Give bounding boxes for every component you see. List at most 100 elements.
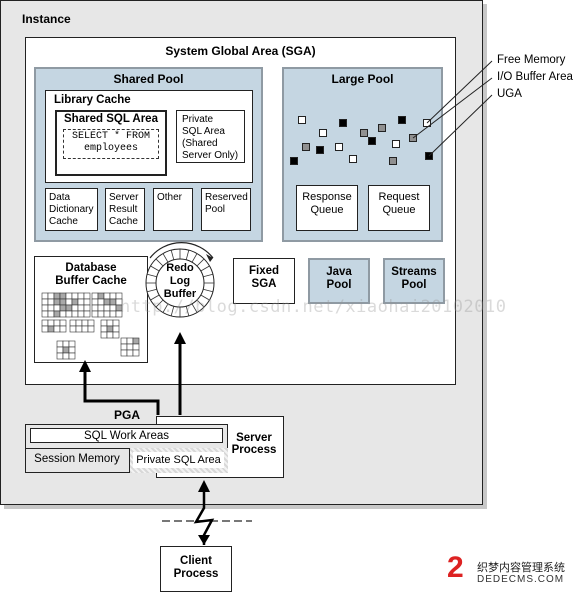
redo-log-segment [147, 288, 157, 293]
buffer-cell [71, 298, 79, 306]
shared-sql-area [55, 110, 167, 176]
redo-log-segment [150, 265, 160, 272]
server-result-cache [105, 188, 145, 231]
free-memory-block [349, 155, 357, 163]
network-arrowhead-down [198, 535, 210, 545]
reserved-pool-line2: Pool [205, 204, 226, 215]
buffer-cell [112, 331, 120, 339]
database-buffer-cache-line2: Buffer Cache [55, 275, 127, 287]
uga-block [339, 119, 347, 127]
buffer-cell [132, 337, 140, 345]
buffer-cell [83, 292, 91, 300]
io-buffer-block [389, 157, 397, 165]
buffer-cell [56, 352, 64, 360]
reserved-pool-line1: Reserved [205, 192, 248, 203]
buffer-cell [62, 352, 70, 360]
client-process-line1: Client [180, 555, 212, 567]
buffer-cell [69, 319, 77, 327]
redo-log-segment [200, 265, 210, 272]
buffer-cell [59, 304, 67, 312]
sql-work-areas: SQL Work Areas [30, 428, 223, 443]
instance-label: Instance [22, 12, 71, 26]
buffer-cell [53, 319, 61, 327]
buffer-cell [77, 310, 85, 318]
redo-log-segment [203, 288, 213, 293]
buffer-cell [41, 310, 49, 318]
buffer-cell [77, 292, 85, 300]
redo-log-segment [196, 299, 205, 308]
buffer-cell [126, 337, 134, 345]
buffer-cell [97, 292, 105, 300]
redo-log-segment [162, 253, 169, 263]
buffer-cell [71, 304, 79, 312]
buffer-cell [100, 319, 108, 327]
private-sql-area-pga: Private SQL Area [133, 452, 224, 468]
buffer-cell [81, 319, 89, 327]
sql-statement-box [63, 129, 159, 159]
redo-log-buffer-line2: Log [169, 275, 191, 287]
buffer-cell [77, 298, 85, 306]
buffer-cell [81, 325, 89, 333]
sql-statement-line1: SELECT * FROM [71, 131, 150, 142]
buffer-cell [109, 298, 117, 306]
private-sql-area-line2: SQL Area [182, 126, 225, 137]
site-logo: 2 织梦内容管理系统 DEDECMS.COM [447, 553, 575, 593]
server-result-cache-line1: Server [109, 192, 139, 203]
buffer-cell [68, 340, 76, 348]
uga-block [290, 157, 298, 165]
sga-label: System Global Area (SGA) [165, 44, 316, 58]
pga-label: PGA [114, 408, 141, 422]
buffer-cell [56, 340, 64, 348]
buffer-cell [97, 298, 105, 306]
buffer-cell [97, 304, 105, 312]
buffer-cell [41, 325, 49, 333]
buffer-cell [47, 319, 55, 327]
buffer-cell [106, 319, 114, 327]
buffer-cell [71, 310, 79, 318]
buffer-cell [62, 346, 70, 354]
buffer-cell [109, 310, 117, 318]
redo-log-segment [185, 250, 190, 260]
buffer-cell [59, 298, 67, 306]
library-cache-label: Library Cache [54, 94, 131, 106]
buffer-cell [65, 292, 73, 300]
private-sql-area-line4: Server Only) [182, 150, 239, 161]
buffer-cell [47, 310, 55, 318]
buffer-cell [53, 292, 61, 300]
uga-block [316, 146, 324, 154]
redo-log-segment [191, 253, 198, 263]
buffer-cell [53, 304, 61, 312]
legend-free-memory: Free Memory [497, 54, 566, 66]
buffer-cell [41, 292, 49, 300]
redo-cycle-arrowhead [206, 254, 213, 262]
buffer-cell [120, 349, 128, 357]
streams-pool [383, 258, 445, 304]
buffer-cell [97, 310, 105, 318]
session-memory: Session Memory [34, 453, 120, 465]
buffer-cell [68, 346, 76, 354]
legend-uga: UGA [497, 88, 522, 100]
buffer-cell [132, 343, 140, 351]
other-area [153, 188, 193, 231]
buffer-cell [77, 304, 85, 312]
redo-log-segment [170, 306, 175, 316]
buffer-cell [71, 292, 79, 300]
data-dictionary-cache-line2: Dictionary [49, 204, 94, 215]
redo-log-ring-ticks [146, 249, 214, 317]
buffer-cell [120, 343, 128, 351]
io-buffer-block [378, 124, 386, 132]
buffer-cell [47, 298, 55, 306]
java-pool [308, 258, 370, 304]
data-dictionary-cache-line3: Cache [49, 216, 78, 227]
buffer-grids [41, 292, 140, 360]
streams-pool-line1: Streams [391, 266, 437, 278]
redo-log-segment [155, 258, 164, 267]
buffer-cell [47, 325, 55, 333]
buffer-cell [59, 325, 67, 333]
buffer-cell [115, 310, 123, 318]
buffer-cell [47, 292, 55, 300]
other-area-label: Other [157, 192, 183, 203]
buffer-cell [47, 304, 55, 312]
request-queue [368, 185, 430, 231]
